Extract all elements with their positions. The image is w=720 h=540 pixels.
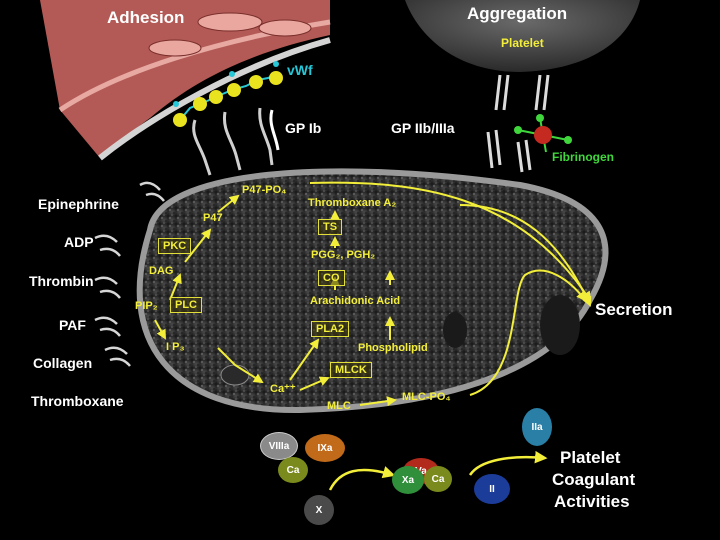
- dag-label: DAG: [149, 265, 174, 277]
- pip2-label: PIP₂: [135, 300, 158, 312]
- phospholipid-label: Phospholipid: [358, 342, 428, 354]
- factor-xa: Xa: [392, 466, 424, 494]
- agonist-receptors: [94, 181, 165, 367]
- ip3-label: I P₃: [166, 341, 185, 353]
- factor-ca-right: Ca: [424, 466, 452, 492]
- fibrinogen-molecule: [514, 114, 572, 153]
- agonist-paf: PAF: [59, 317, 86, 333]
- agonist-thrombin: Thrombin: [29, 273, 94, 289]
- agonist-thromboxane: Thromboxane: [31, 393, 124, 409]
- p47-label: P47: [203, 212, 223, 224]
- gp-ib-receptors: [192, 107, 280, 176]
- pla2-box: PLA2: [311, 321, 350, 337]
- agonist-collagen: Collagen: [33, 355, 93, 371]
- coagulant-arrows: [328, 450, 548, 491]
- p47-po4-label: P47-PO₄: [242, 184, 287, 196]
- aggregating-platelet: [405, 0, 640, 72]
- coagulant-line1: Platelet: [560, 448, 621, 467]
- factor-viiia: VIIIa: [260, 432, 298, 460]
- coagulant-line3: Activities: [554, 492, 630, 511]
- secretion-label: Secretion: [595, 300, 673, 319]
- calcium-label: Ca⁺⁺: [270, 383, 296, 395]
- agonist-epinephrine: Epinephrine: [38, 196, 119, 212]
- thromboxane-a2-label: Thromboxane A₂: [308, 197, 397, 209]
- aggregation-title: Aggregation: [467, 4, 568, 23]
- mlc-label: MLC: [327, 400, 351, 412]
- factor-ixa: IXa: [305, 434, 345, 462]
- adhesion-title: Adhesion: [107, 8, 185, 27]
- pgg-pgh-label: PGG₂, PGH₂: [311, 249, 376, 261]
- granule: [220, 364, 250, 386]
- gp-iib-iiia-receptors: [486, 74, 550, 173]
- agonist-adp: ADP: [64, 234, 94, 250]
- factor-ii: II: [474, 474, 510, 504]
- vwf-label: vWf: [287, 62, 313, 78]
- pathway-arrows: [154, 181, 592, 407]
- gp-ib-label: GP Ib: [285, 120, 322, 136]
- mlck-box: MLCK: [330, 362, 372, 378]
- co-box: CO: [318, 270, 345, 286]
- factor-x: X: [304, 495, 334, 525]
- vwf-chain: [173, 61, 283, 127]
- mlc-po4-label: MLC-PO₄: [402, 391, 451, 403]
- factor-ca-left: Ca: [278, 457, 308, 483]
- fibrinogen-label: Fibrinogen: [552, 150, 614, 164]
- vessel-wall: [40, 0, 331, 161]
- arachidonic-acid-label: Arachidonic Acid: [310, 295, 401, 307]
- platelet-label: Platelet: [501, 36, 544, 50]
- factor-iia: IIa: [522, 408, 552, 446]
- pkc-box: PKC: [158, 238, 192, 254]
- coagulant-line2: Coagulant: [552, 470, 636, 489]
- granule: [540, 295, 580, 355]
- ts-box: TS: [318, 219, 343, 235]
- granule: [443, 312, 467, 348]
- plc-box: PLC: [170, 297, 202, 313]
- gp-iib-iiia-label: GP IIb/IIIa: [391, 120, 455, 136]
